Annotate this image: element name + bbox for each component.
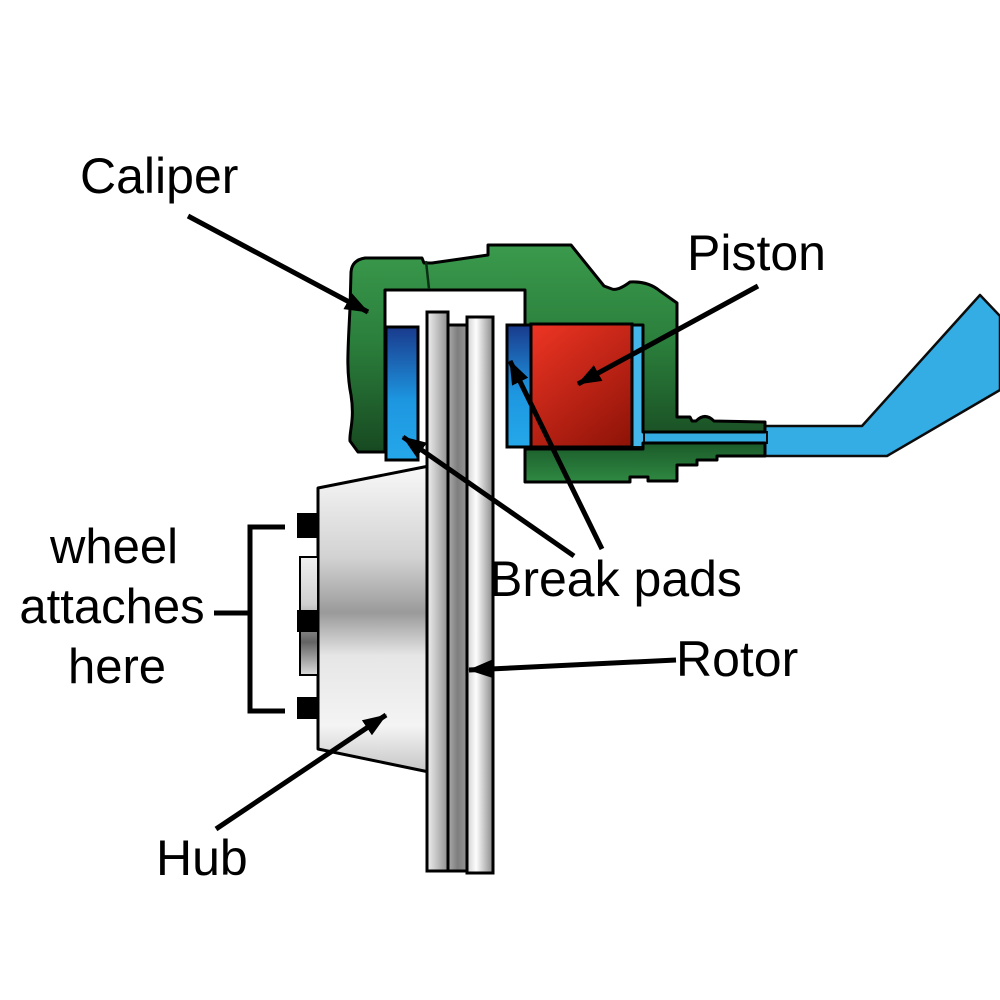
caliper-assembly xyxy=(346,243,767,484)
fluid-tube xyxy=(763,293,1000,458)
break-pads-arrow-left xyxy=(401,434,576,559)
hub-assembly xyxy=(297,464,431,774)
rotor-plate-left xyxy=(425,310,450,873)
label-rotor: Rotor xyxy=(676,631,798,687)
caliper-casting-seam xyxy=(424,260,431,290)
rotor-vent-core xyxy=(446,323,469,873)
brake-pad-left xyxy=(384,325,420,462)
wheel-attach-bracket xyxy=(214,524,285,714)
label-piston: Piston xyxy=(687,225,826,281)
caliper-body xyxy=(346,243,767,454)
bracket xyxy=(247,524,285,714)
label-break-pads: Break pads xyxy=(489,551,742,607)
hub-arrow xyxy=(214,712,388,832)
rotor-arrow xyxy=(468,657,677,678)
wheel-stud-top xyxy=(297,513,318,538)
caliper-lower-bracket xyxy=(523,441,767,484)
wheel-stud-bottom xyxy=(297,697,319,719)
leader-arrows xyxy=(186,213,760,832)
label-hub: Hub xyxy=(156,830,248,886)
fluid-channel xyxy=(641,431,768,444)
label-caliper: Caliper xyxy=(80,148,238,204)
brake-pad-right xyxy=(505,323,533,449)
label-wheel-line3: here xyxy=(68,640,166,694)
label-wheel-line1: wheel xyxy=(49,520,178,574)
label-wheel-line2: attaches xyxy=(19,580,204,634)
caliper-arrow xyxy=(186,213,370,315)
rotor-plate-right xyxy=(465,315,495,875)
label-wheel-attaches-here: wheel attaches here xyxy=(19,520,204,694)
piston-arrow xyxy=(576,283,760,387)
piston xyxy=(529,322,634,449)
break-pads-arrow-right xyxy=(507,359,605,551)
rotor-disc xyxy=(425,310,495,875)
wheel-stud-middle xyxy=(297,610,318,632)
